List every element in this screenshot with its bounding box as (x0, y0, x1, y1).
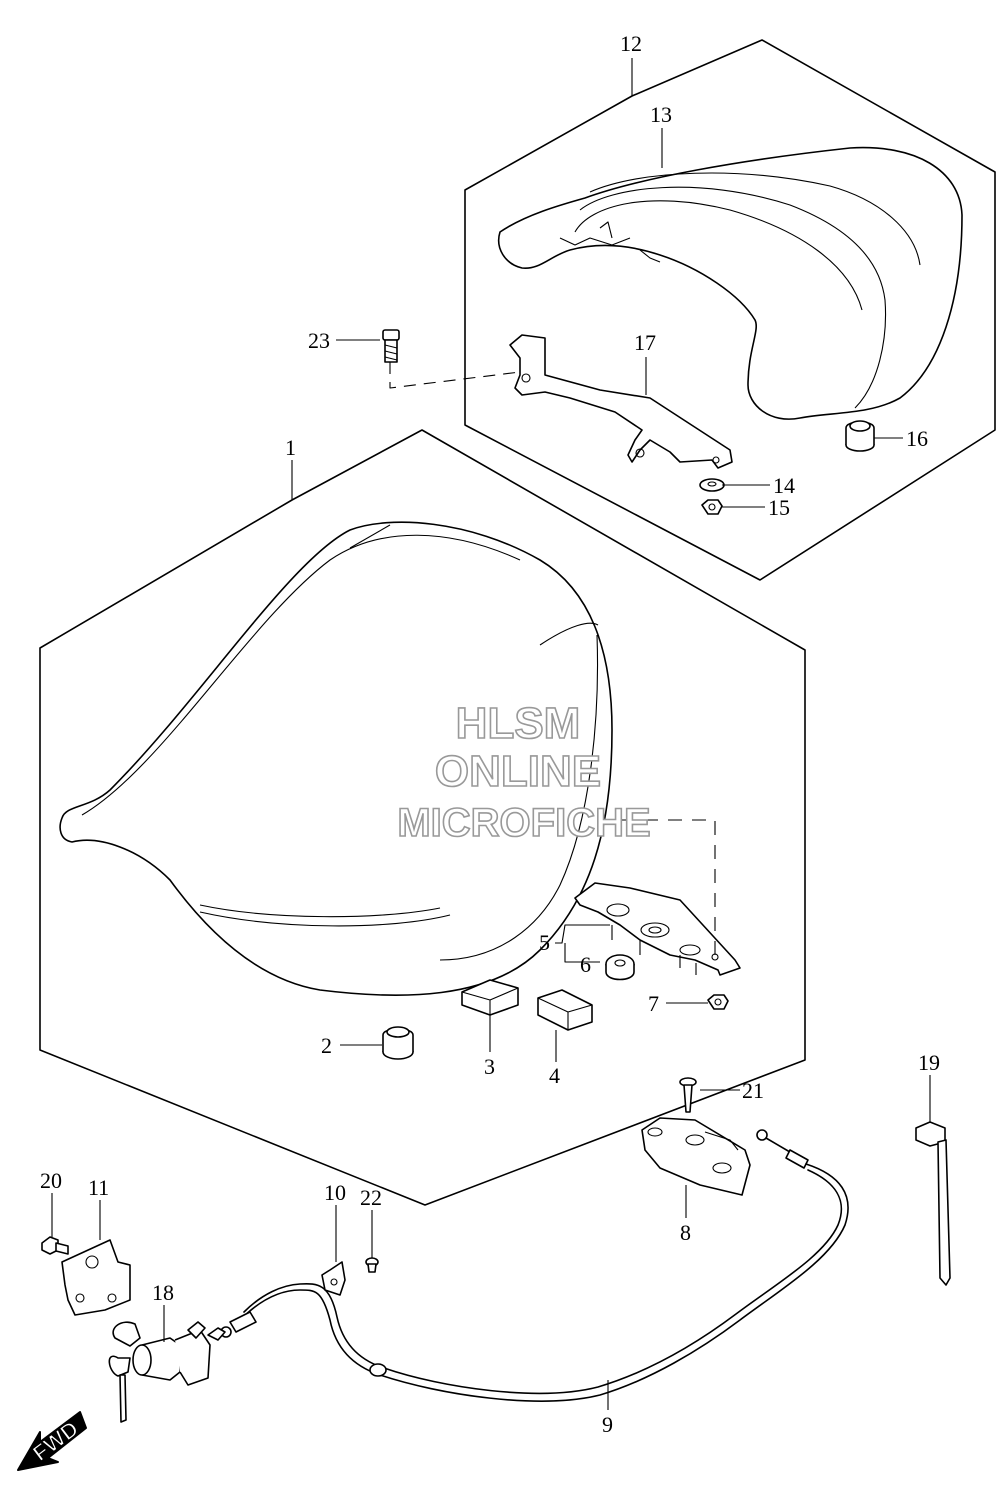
nut-15 (701, 499, 723, 515)
front-seat-group-frame (39, 429, 806, 1206)
callout-12: 12 (620, 31, 642, 56)
callout-17: 17 (634, 330, 656, 355)
callout-labels: 1 2 3 4 5 6 7 8 9 10 11 12 13 14 15 16 1… (40, 31, 940, 1437)
callout-4: 4 (549, 1063, 560, 1088)
callout-9: 9 (602, 1412, 613, 1437)
seat-lock-cable (220, 1129, 849, 1402)
callout-18: 18 (152, 1280, 174, 1305)
callout-2: 2 (321, 1033, 332, 1058)
callout-14: 14 (773, 473, 795, 498)
screw-22 (365, 1257, 379, 1273)
cushion-16 (845, 420, 875, 452)
callout-20: 20 (40, 1168, 62, 1193)
watermark-line-1: HLSM (456, 699, 581, 748)
leader-lines (51, 58, 931, 1410)
lock-bracket-11 (61, 1239, 131, 1316)
rear-seat-bracket (509, 334, 733, 469)
callout-10: 10 (324, 1180, 346, 1205)
dashed-leader-23 (389, 362, 521, 389)
front-seat-bracket (574, 882, 741, 976)
seat-lock-8 (641, 1117, 751, 1196)
callout-19: 19 (918, 1050, 940, 1075)
bolt-23 (382, 329, 400, 363)
dashed-leader-front (620, 819, 716, 955)
callout-23: 23 (308, 328, 330, 353)
callout-13: 13 (650, 102, 672, 127)
pad-4 (537, 989, 593, 1031)
callout-21: 21 (742, 1078, 764, 1103)
watermark-line-3: MICROFICHE (397, 801, 650, 845)
key-lock-18 (108, 1321, 226, 1423)
callout-8: 8 (680, 1220, 691, 1245)
cable-guide-10 (321, 1261, 346, 1296)
cushion-2 (382, 1026, 414, 1060)
callout-3: 3 (484, 1054, 495, 1079)
callout-11: 11 (88, 1175, 109, 1200)
rear-seat-cushion (498, 146, 963, 420)
spacer-6 (605, 954, 635, 981)
callout-5: 5 (539, 930, 550, 955)
watermark-line-2: ONLINE (435, 747, 601, 796)
callout-15: 15 (768, 495, 790, 520)
pad-3 (461, 979, 519, 1016)
callout-6: 6 (580, 952, 591, 977)
washer-14 (699, 478, 725, 492)
nut-7 (707, 994, 729, 1010)
callout-22: 22 (360, 1185, 382, 1210)
bolt-20 (41, 1236, 69, 1255)
callout-16: 16 (906, 426, 928, 451)
callout-1: 1 (285, 435, 296, 460)
callout-7: 7 (648, 991, 659, 1016)
front-seat-cushion (59, 521, 613, 997)
fwd-direction-arrow: FWD (17, 1411, 87, 1471)
cable-tie-19 (915, 1121, 951, 1286)
rear-seat-group-frame (464, 39, 996, 581)
screw-21 (679, 1077, 697, 1113)
